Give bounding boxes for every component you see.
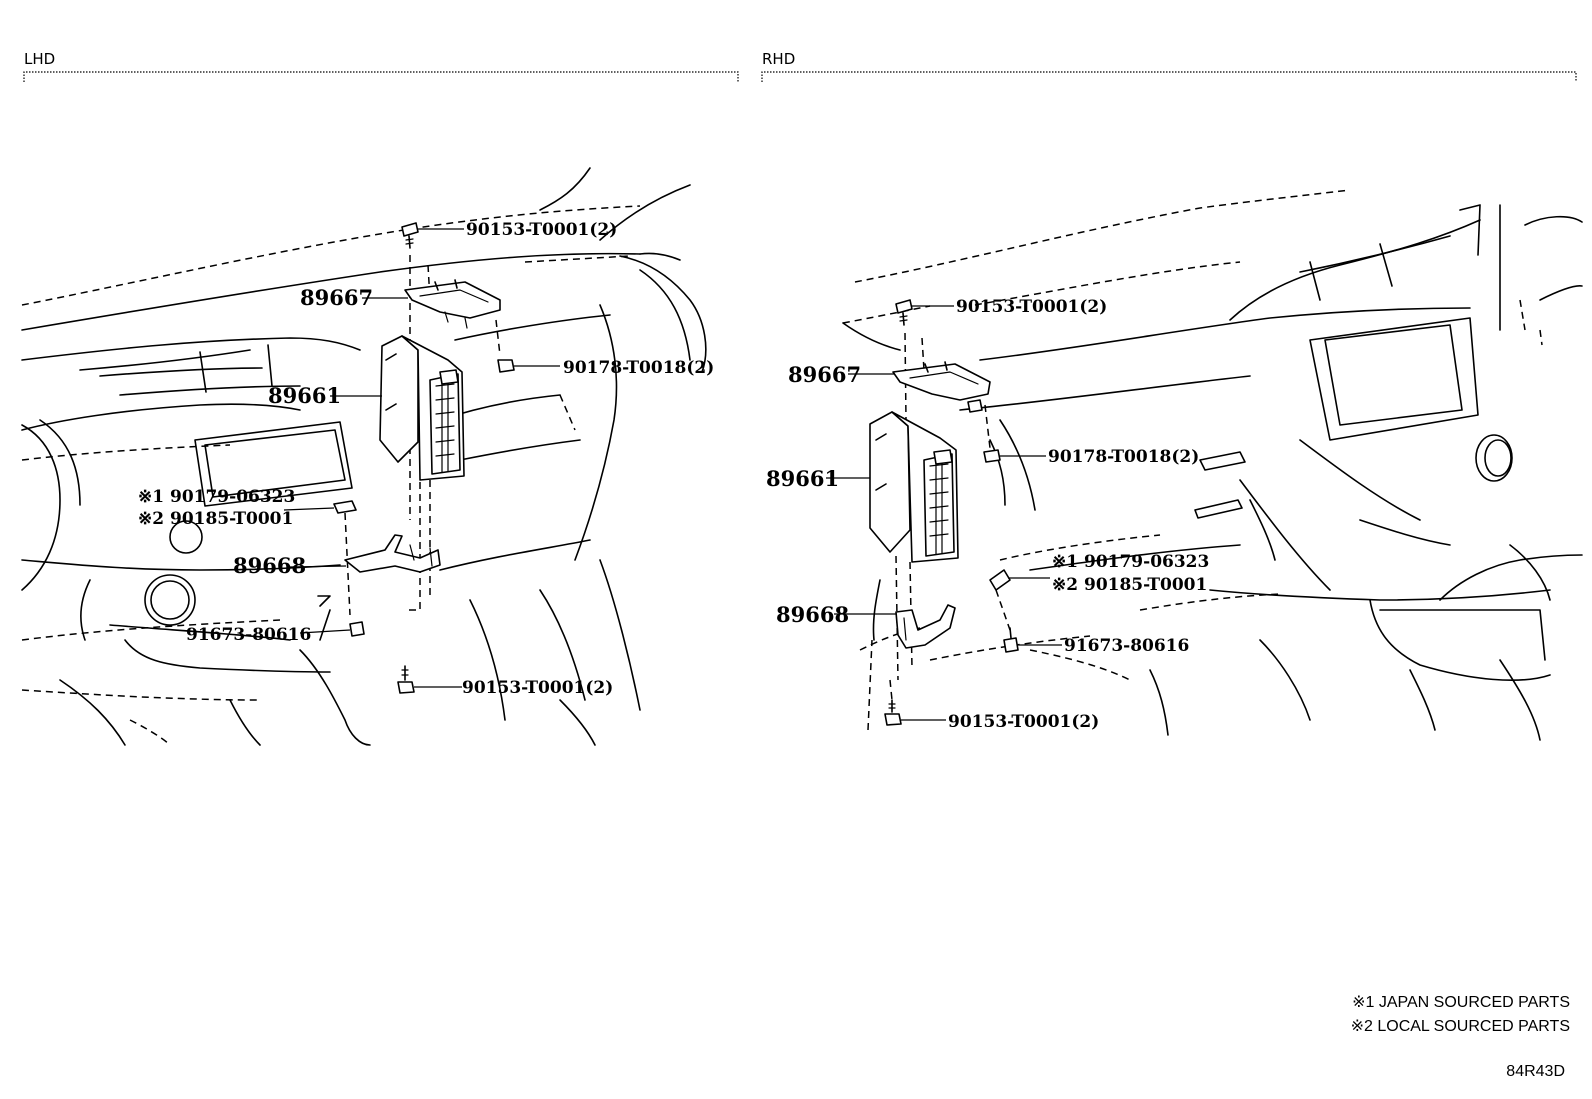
rhd-label-bolt-bottom: 90153-T0001(2) — [948, 712, 1099, 732]
rhd-section-header: RHD — [761, 50, 1577, 82]
lhd-bolt-bottom-icon — [397, 665, 415, 694]
lhd-label-clip-note2: ※2 90185-T0001 — [138, 509, 293, 529]
lhd-label-bolt-bottom: 90153-T0001(2) — [462, 678, 613, 698]
lhd-upper-bracket-icon — [404, 279, 501, 329]
lhd-dashboard-outline — [21, 167, 707, 746]
rhd-bolt-side-icon — [1003, 627, 1019, 653]
lhd-bracket — [23, 71, 739, 82]
lhd-label-bolt-top: 90153-T0001(2) — [466, 220, 617, 240]
rhd-title: RHD — [762, 50, 795, 68]
legend-note-2: ※2 LOCAL SOURCED PARTS — [1351, 1018, 1570, 1035]
legend-note-1: ※1 JAPAN SOURCED PARTS — [1352, 994, 1570, 1011]
lhd-label-clip-note1: ※1 90179-06323 — [138, 487, 295, 507]
lhd-label-bolt-side: 91673-80616 — [186, 625, 311, 645]
rhd-bracket — [761, 71, 1577, 82]
lhd-title: LHD — [24, 50, 55, 68]
rhd-ecu-icon — [869, 411, 959, 563]
rhd-upper-bracket-icon — [892, 361, 991, 413]
lhd-bolt-side-icon — [349, 621, 365, 637]
legend: ※1 JAPAN SOURCED PARTS ※2 LOCAL SOURCED … — [1351, 994, 1570, 1035]
diagram-code: 84R43D — [1506, 1063, 1565, 1080]
lhd-label-ecu: 89661 — [268, 383, 341, 408]
lhd-label-bracket-lower: 89668 — [233, 553, 306, 578]
rhd-bolt-top-guide — [904, 332, 907, 421]
lhd-label-nut: 90178-T0018(2) — [563, 358, 714, 378]
lhd-label-bracket-upper: 89667 — [300, 285, 373, 310]
rhd-drawing: 90153-T0001(2) 89667 90178-T0018(2) 8966… — [766, 189, 1583, 741]
rhd-lower-bracket-icon — [895, 604, 956, 649]
rhd-nut-icon — [983, 404, 1001, 463]
rhd-clip-icon — [989, 569, 1011, 631]
lhd-lower-bracket-icon — [344, 534, 441, 573]
rhd-label-ecu: 89661 — [766, 466, 839, 491]
lhd-bolt-top-icon — [401, 222, 419, 249]
rhd-label-bracket-lower: 89668 — [776, 602, 849, 627]
lhd-drawing: 90153-T0001(2) 89667 90178-T0018(2) 8966… — [21, 167, 714, 746]
rhd-label-clip-note1: ※1 90179-06323 — [1052, 552, 1209, 572]
lhd-clip-icon — [333, 500, 357, 616]
rhd-label-clip-note2: ※2 90185-T0001 — [1052, 575, 1207, 595]
rhd-label-bolt-side: 91673-80616 — [1064, 636, 1189, 656]
lhd-leaders — [283, 228, 560, 688]
lhd-nut-icon — [495, 319, 515, 373]
rhd-leaders — [826, 305, 1062, 721]
rhd-bolt-top-icon — [895, 299, 913, 326]
lhd-section-header: LHD — [23, 50, 739, 82]
rhd-bolt-bottom-icon — [884, 699, 902, 726]
lhd-ecu-icon — [379, 335, 465, 481]
rhd-label-nut: 90178-T0018(2) — [1048, 447, 1199, 467]
rhd-label-bracket-upper: 89667 — [788, 362, 861, 387]
rhd-label-bolt-top: 90153-T0001(2) — [956, 297, 1107, 317]
